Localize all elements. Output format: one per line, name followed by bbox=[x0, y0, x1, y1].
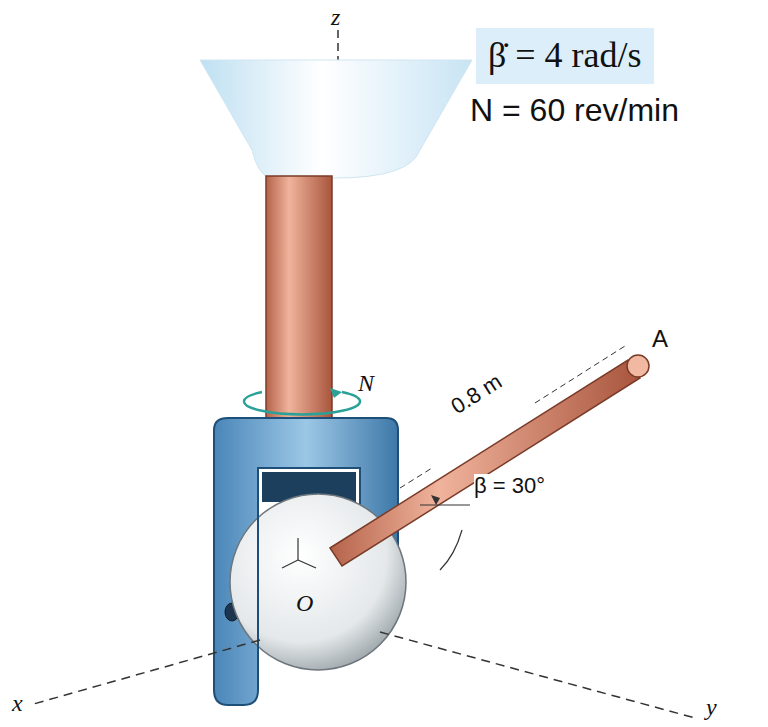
rotation-label: N bbox=[358, 370, 374, 396]
speed-label: N = 60 rev/min bbox=[470, 93, 679, 128]
y-axis bbox=[380, 632, 695, 718]
leader-line bbox=[420, 505, 470, 506]
rod bbox=[330, 360, 640, 566]
point-label: A bbox=[652, 326, 668, 352]
angle-arc bbox=[440, 530, 462, 570]
angular-rate-label: β̇ = 4 rad/s bbox=[488, 36, 642, 76]
origin-label: O bbox=[296, 590, 313, 616]
dimension-label: 0.8 m bbox=[445, 368, 508, 420]
axis-label: y bbox=[706, 694, 717, 720]
arrowhead bbox=[330, 388, 342, 398]
highlight-box: β̇ = 4 rad/s bbox=[476, 28, 654, 84]
axis-label: z bbox=[331, 4, 340, 30]
shaft bbox=[266, 176, 332, 436]
origin-axes bbox=[282, 538, 316, 568]
rotation-arrow bbox=[244, 392, 360, 414]
chuck-housing bbox=[200, 60, 472, 178]
axis-label: x bbox=[12, 690, 23, 716]
dimension-line bbox=[535, 346, 625, 403]
angle-label: β = 30° bbox=[474, 474, 545, 498]
end-ball bbox=[627, 355, 649, 377]
x-axis bbox=[30, 640, 260, 705]
